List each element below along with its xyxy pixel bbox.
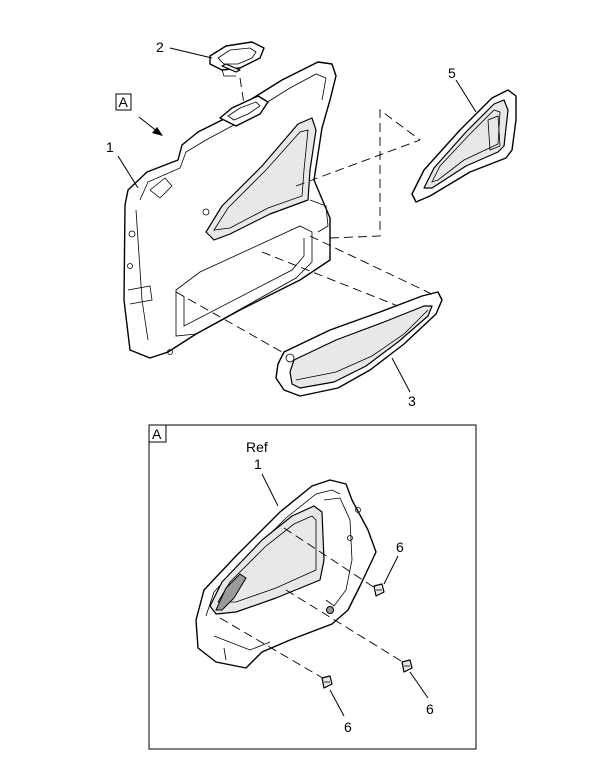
detail-dash-2 xyxy=(285,589,407,665)
detail-leader-1 xyxy=(261,473,279,507)
callout-6-lower-left: 6 xyxy=(344,719,352,735)
main-exploded-view: A xyxy=(106,39,517,409)
clip-right-upper xyxy=(373,583,385,597)
leader-6-upper xyxy=(383,555,399,585)
clip-lower-right xyxy=(401,659,413,673)
callout-6-lower-right: 6 xyxy=(426,701,434,717)
view-tag-box xyxy=(115,93,132,111)
detail-tag-text: A xyxy=(152,426,162,442)
view-tag-text: A xyxy=(119,94,129,110)
clip-lower-left xyxy=(321,675,333,689)
armrest-dash-3 xyxy=(261,251,399,307)
window-trim xyxy=(411,89,517,203)
callout-5: 5 xyxy=(448,65,456,81)
pull-cup xyxy=(209,41,265,77)
armrest-dash-1 xyxy=(175,291,283,353)
leader-2 xyxy=(169,47,213,59)
detail-frame xyxy=(148,424,477,750)
pull-cup-dash xyxy=(239,77,245,105)
door-panel xyxy=(123,61,337,359)
callout-2: 2 xyxy=(156,39,164,55)
leader-5 xyxy=(455,79,477,113)
detail-ref-number: 1 xyxy=(254,456,262,472)
armrest-trim xyxy=(275,291,443,397)
window-trim-dash xyxy=(295,139,421,187)
leader-6-lower-right xyxy=(409,671,429,699)
detail-door-panel xyxy=(195,479,377,669)
leader-3 xyxy=(391,357,411,393)
detail-tag-box xyxy=(148,424,167,443)
callout-1: 1 xyxy=(106,139,114,155)
callout-3: 3 xyxy=(408,393,416,409)
view-arrow-head xyxy=(152,127,163,136)
window-trim-dash-2 xyxy=(329,109,421,239)
leader-1 xyxy=(117,155,139,189)
detail-dash-3 xyxy=(219,617,327,681)
detail-a-view: A Ref 1 xyxy=(148,424,477,750)
armrest-dash-2 xyxy=(309,235,437,297)
leader-6-lower-left xyxy=(329,689,345,717)
detail-dash-1 xyxy=(283,527,379,591)
detail-ref-text: Ref xyxy=(246,439,268,455)
view-arrow-line xyxy=(138,116,159,133)
callout-6-upper: 6 xyxy=(396,539,404,555)
